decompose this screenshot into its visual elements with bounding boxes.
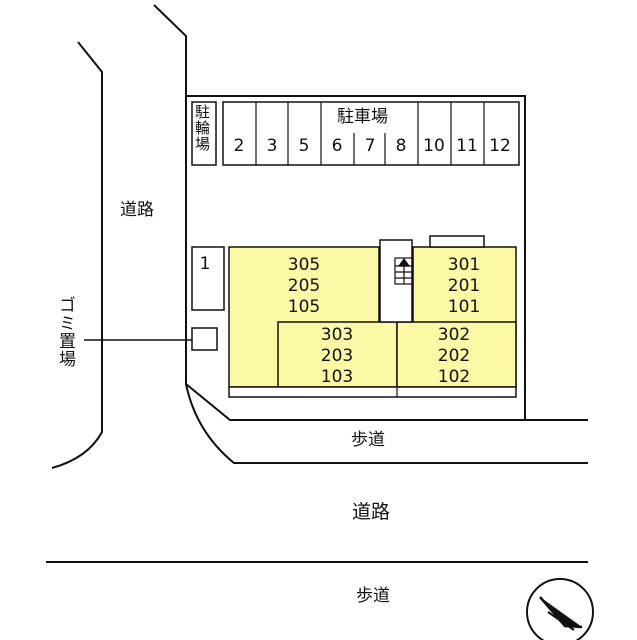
- unit-stack-center-left: 303 203 103: [297, 325, 377, 388]
- parking-slot: 5: [298, 136, 310, 156]
- building-base: [228, 386, 517, 398]
- garbage-box: [191, 327, 218, 351]
- unit-number: 105: [287, 297, 321, 317]
- parking-slot: 12: [489, 136, 511, 156]
- parking-slot: 11: [456, 136, 478, 156]
- unit-number: 205: [287, 276, 321, 296]
- parking-slot: 8: [395, 136, 407, 156]
- parking-slot: 10: [423, 136, 445, 156]
- unit-number: 101: [447, 297, 481, 317]
- unit-number: 303: [320, 325, 354, 345]
- parking-slot-1-box: [191, 246, 225, 311]
- bicycle-parking-box: [191, 101, 217, 166]
- stairs-icon: [394, 257, 414, 285]
- balcony: [429, 235, 485, 248]
- sidewalk-label-lower: 歩道: [356, 586, 390, 606]
- unit-number: 202: [437, 346, 471, 366]
- unit-number: 201: [447, 276, 481, 296]
- unit-number: 302: [437, 325, 471, 345]
- parking-slot: 2: [233, 136, 245, 156]
- parking-row: [222, 101, 520, 166]
- unit-number: 103: [320, 367, 354, 387]
- north-arrow-icon: [526, 578, 594, 640]
- unit-stack-center-right: 302 202 102: [414, 325, 494, 388]
- parking-slot: 1: [199, 254, 211, 274]
- garbage-area-label: ゴミ置場: [55, 296, 75, 368]
- unit-number: 203: [320, 346, 354, 366]
- stair-core: [379, 239, 413, 323]
- bicycle-parking-label: 駐輪場: [193, 104, 211, 152]
- road-label-main: 道路: [352, 501, 391, 523]
- building-center-right: [396, 321, 517, 388]
- unit-stack-left: 305 205 105: [264, 255, 344, 318]
- parking-slot: 3: [266, 136, 278, 156]
- parking-label: 駐車場: [337, 107, 388, 127]
- unit-stack-right: 301 201 101: [424, 255, 504, 318]
- unit-number: 305: [287, 255, 321, 275]
- parking-slot: 7: [364, 136, 376, 156]
- road-edge-left: [51, 41, 103, 469]
- unit-number: 102: [437, 367, 471, 387]
- parking-dividers: [255, 102, 485, 165]
- sidewalk-label-upper: 歩道: [351, 430, 385, 450]
- unit-number: 301: [447, 255, 481, 275]
- parking-slot: 6: [331, 136, 343, 156]
- road-label-left: 道路: [120, 200, 154, 220]
